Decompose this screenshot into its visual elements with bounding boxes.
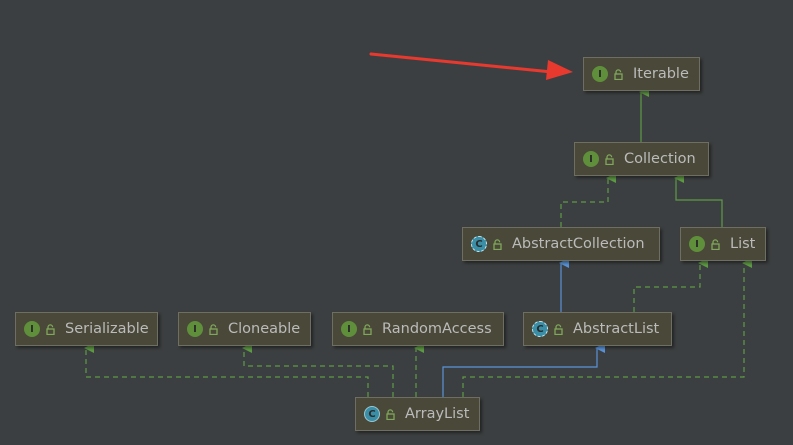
node-list[interactable]: I List	[680, 227, 766, 261]
lock-icon	[209, 323, 218, 335]
node-label: AbstractList	[573, 321, 660, 337]
lock-icon	[554, 323, 563, 335]
edge-arraylist-implements-list	[462, 258, 752, 397]
edge-arraylist-implements-serializable	[84, 343, 369, 397]
node-cloneable[interactable]: I Cloneable	[178, 312, 311, 346]
lock-icon	[614, 68, 623, 80]
node-serializable[interactable]: I Serializable	[15, 312, 158, 346]
lock-icon	[605, 153, 614, 165]
node-label: Serializable	[65, 321, 149, 337]
node-label: AbstractCollection	[512, 236, 645, 252]
interface-icon: I	[583, 151, 599, 167]
abstract-class-icon: C	[471, 236, 487, 252]
lock-icon	[711, 238, 720, 250]
interface-icon: I	[341, 321, 357, 337]
interface-icon: I	[187, 321, 203, 337]
abstract-class-icon: C	[532, 321, 548, 337]
node-abstract-collection[interactable]: C AbstractCollection	[462, 227, 660, 261]
node-abstract-list[interactable]: C AbstractList	[523, 312, 672, 346]
edge-abstractlist-implements-list	[633, 258, 708, 312]
node-label: Iterable	[633, 66, 689, 82]
edge-abstractcollection-implements-collection	[560, 173, 616, 227]
node-label: Collection	[624, 151, 696, 167]
lock-icon	[46, 323, 55, 335]
node-array-list[interactable]: C ArrayList	[355, 397, 480, 431]
node-random-access[interactable]: I RandomAccess	[332, 312, 504, 346]
lock-icon	[493, 238, 502, 250]
interface-icon: I	[24, 321, 40, 337]
edge-list-extends-collection	[674, 173, 723, 227]
node-label: List	[730, 236, 756, 252]
edge-arraylist-implements-cloneable	[242, 343, 394, 397]
lock-icon	[386, 408, 395, 420]
annotation-arrow	[369, 52, 573, 80]
node-label: RandomAccess	[382, 321, 492, 337]
lock-icon	[363, 323, 372, 335]
interface-icon: I	[592, 66, 608, 82]
edge-arraylist-extends-abstractlist	[442, 343, 605, 397]
node-collection[interactable]: I Collection	[574, 142, 709, 176]
class-icon: C	[364, 406, 380, 422]
node-label: ArrayList	[405, 406, 470, 422]
node-label: Cloneable	[228, 321, 301, 337]
node-iterable[interactable]: I Iterable	[583, 57, 700, 91]
interface-icon: I	[689, 236, 705, 252]
